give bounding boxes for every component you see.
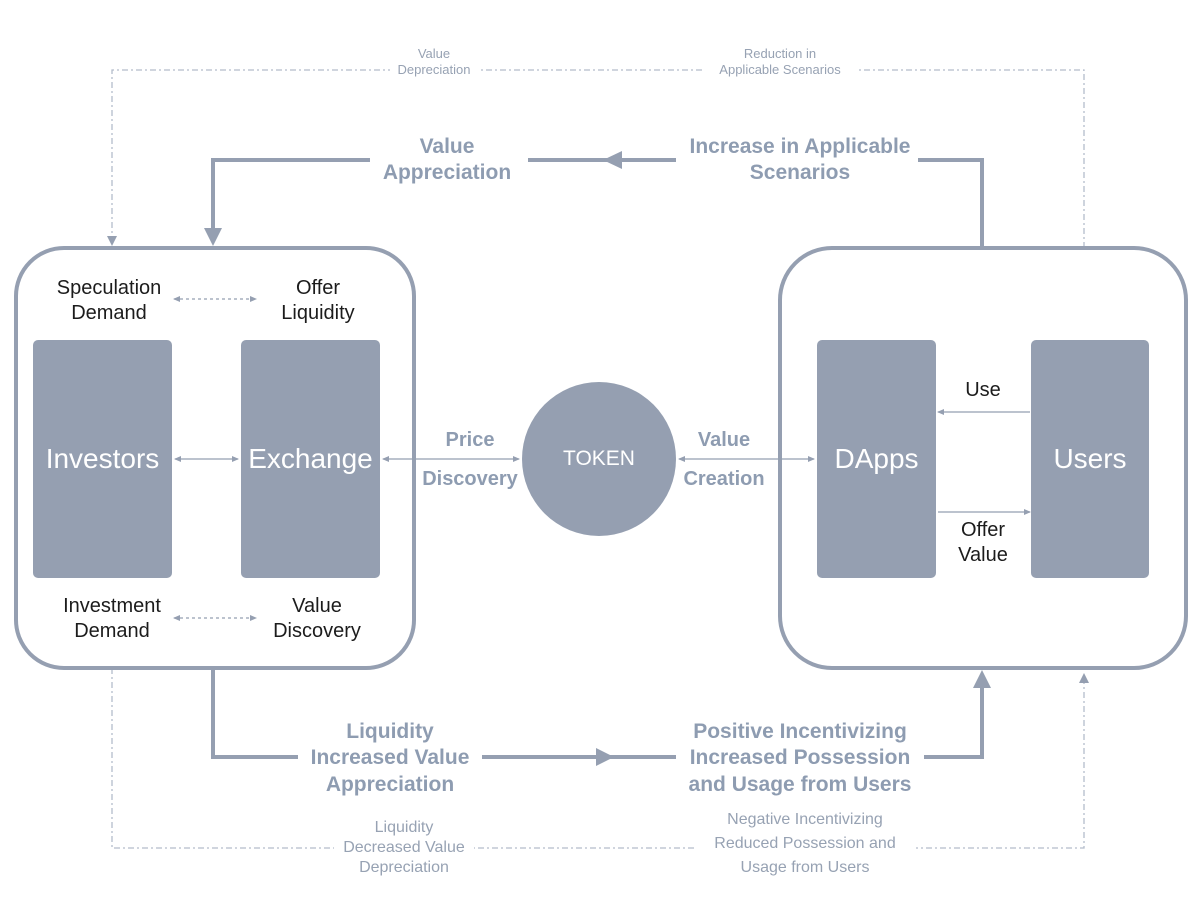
thick-loop-bottom-arrowhead — [973, 670, 991, 688]
creation-label: Creation — [683, 468, 765, 490]
investors-label: Investors — [45, 443, 160, 474]
token-circle: TOKEN — [522, 382, 676, 536]
thick-loop-bottom-arrow-mid — [596, 748, 614, 766]
dapps-box: DApps — [817, 340, 936, 578]
users-box: Users — [1031, 340, 1149, 578]
use-label: Use — [965, 379, 1001, 401]
exchange-label: Exchange — [248, 443, 373, 474]
price-label: Price — [445, 429, 495, 451]
thick-loop-top — [211, 158, 984, 246]
thick-loop-top-arrowhead — [204, 228, 222, 246]
dashed-loop-bottom — [111, 668, 1085, 849]
thick-loop-bottom — [211, 670, 984, 759]
users-label: Users — [1053, 443, 1127, 474]
thick-loop-top-arrow-mid — [603, 151, 622, 169]
investors-box: Investors — [33, 340, 172, 578]
token-label: TOKEN — [563, 447, 635, 470]
exchange-box: Exchange — [241, 340, 380, 578]
discovery-label: Discovery — [422, 468, 518, 490]
value-label: Value — [697, 429, 751, 451]
dashed-loop-bottom-arrowhead — [1079, 673, 1089, 683]
dashed-loop-top — [111, 69, 1085, 248]
dapps-label: DApps — [834, 443, 919, 474]
dashed-loop-top-arrowhead — [107, 236, 117, 246]
